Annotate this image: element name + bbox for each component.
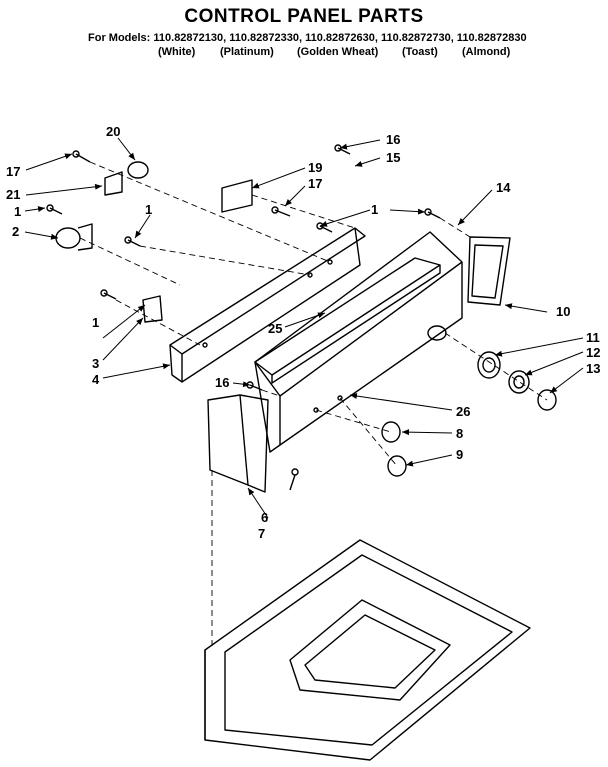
callout-labels: 20 17 21 1 2 16 19 15 17 1 14 1 3 4 25 1… xyxy=(6,124,600,541)
callout-10: 10 xyxy=(556,304,570,319)
models-line: For Models: 110.82872130, 110.82872330, … xyxy=(88,32,527,44)
page-title: CONTROL PANEL PARTS xyxy=(184,6,424,27)
callout-25: 25 xyxy=(268,321,282,336)
timer-switch xyxy=(55,223,93,251)
color-golden-wheat: (Golden Wheat) xyxy=(297,46,379,58)
end-cap xyxy=(207,394,269,493)
callout-15: 15 xyxy=(386,150,400,165)
callout-1: 1 xyxy=(14,204,21,219)
callout-13: 13 xyxy=(586,361,600,376)
leader-arrows xyxy=(24,137,584,519)
callout-8: 8 xyxy=(456,426,463,441)
callout-17b: 17 xyxy=(308,176,322,191)
callout-6: 6 xyxy=(261,510,268,525)
end-cap-right xyxy=(467,236,511,306)
console-bracket-rail xyxy=(169,227,366,383)
color-toast: (Toast) xyxy=(402,46,438,58)
screws xyxy=(46,144,441,491)
guide-lines xyxy=(79,161,548,650)
console-panel xyxy=(254,231,463,453)
callout-20: 20 xyxy=(106,124,120,139)
console-trim xyxy=(254,257,441,384)
clip xyxy=(142,295,163,323)
callout-2: 2 xyxy=(12,224,19,239)
callout-9: 9 xyxy=(456,447,463,462)
callout-4: 4 xyxy=(92,372,100,387)
color-almond: (Almond) xyxy=(462,46,511,58)
callout-19: 19 xyxy=(308,160,322,175)
motor-capacitor xyxy=(104,161,149,196)
callout-11: 11 xyxy=(586,330,600,345)
callout-3: 3 xyxy=(92,356,99,371)
callout-1b: 1 xyxy=(371,202,378,217)
callout-14: 14 xyxy=(496,180,511,195)
callout-1c: 1 xyxy=(92,315,99,330)
callout-17: 17 xyxy=(6,164,20,179)
color-platinum: (Platinum) xyxy=(220,46,274,58)
callout-12: 12 xyxy=(586,345,600,360)
color-white: (White) xyxy=(158,46,196,58)
callout-16b: 16 xyxy=(215,375,229,390)
bracket xyxy=(221,179,253,213)
washer-top-cabinet xyxy=(204,539,531,761)
callout-26: 26 xyxy=(456,404,470,419)
callout-1d: 1 xyxy=(145,202,152,217)
callout-21: 21 xyxy=(6,187,20,202)
knob-assembly xyxy=(477,351,557,411)
callout-7: 7 xyxy=(258,526,265,541)
callout-16: 16 xyxy=(386,132,400,147)
